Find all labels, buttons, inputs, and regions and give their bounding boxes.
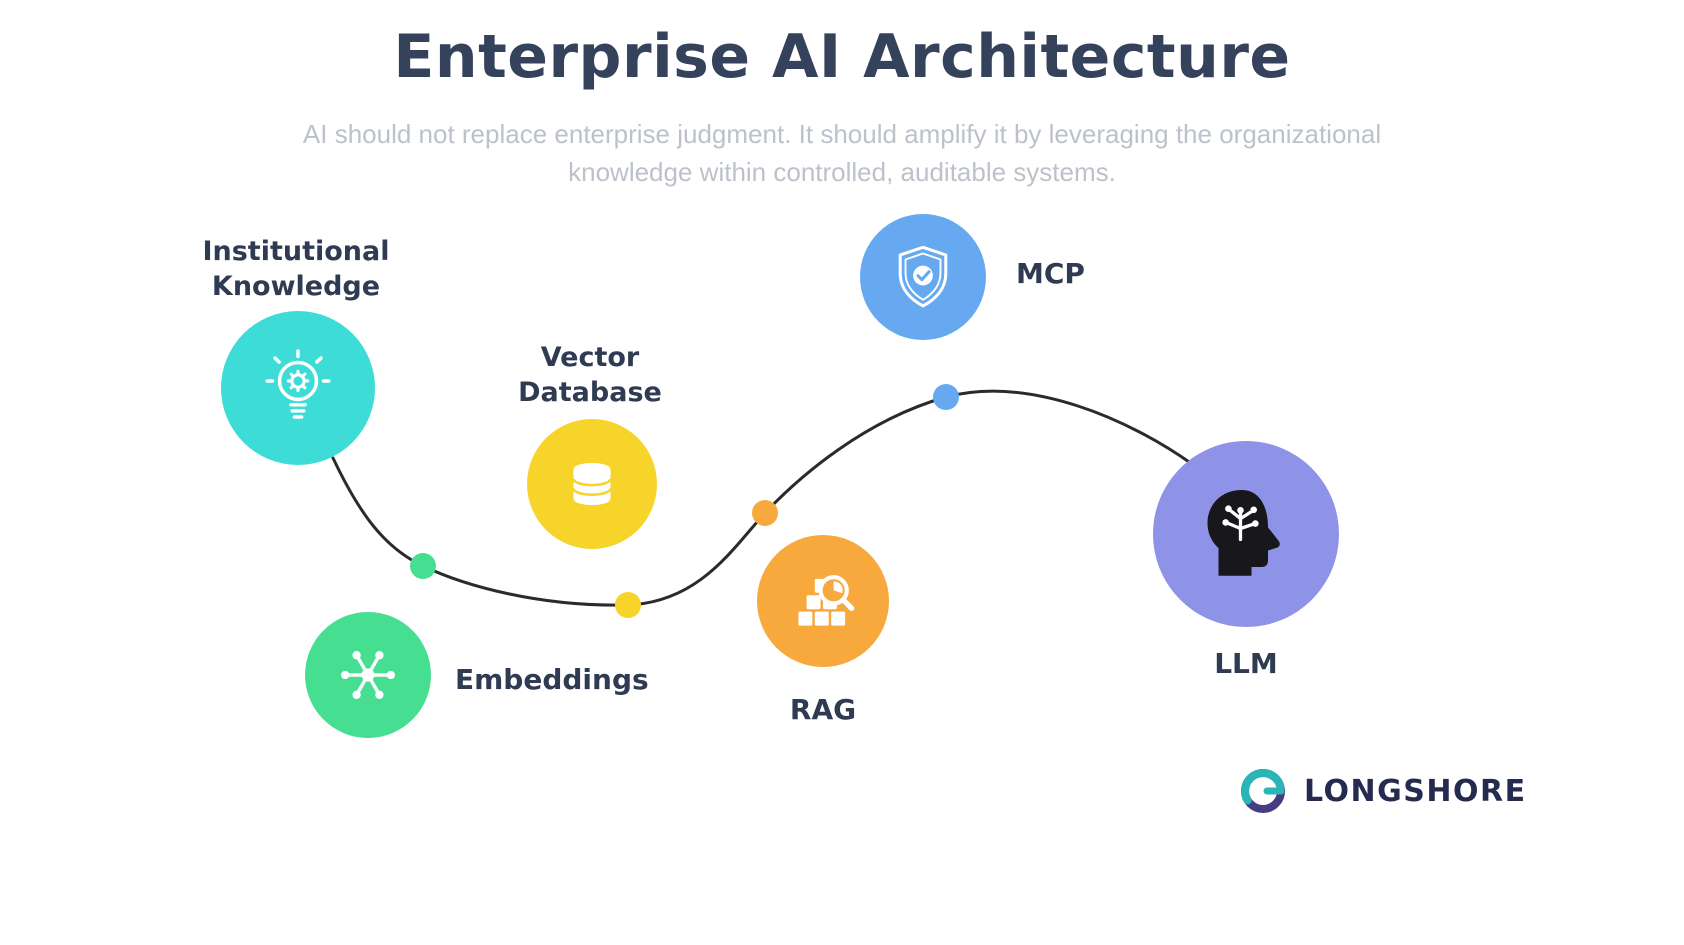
head-brain-icon [1207, 490, 1280, 576]
database-icon [572, 462, 612, 506]
lightbulb-gear-icon [265, 349, 331, 419]
label-institutional-knowledge: Institutional Knowledge [202, 236, 390, 303]
connector-dot-green [410, 553, 436, 579]
label-vector-database: Vector Database [518, 342, 662, 409]
node-institutional-knowledge [221, 311, 375, 465]
brand-name: LONGSHORE [1304, 773, 1527, 809]
node-mcp [860, 214, 986, 340]
connector-dot-yellow [615, 592, 641, 618]
label-embeddings: Embeddings [455, 663, 649, 696]
node-embeddings [305, 612, 431, 738]
network-nodes-icon [341, 651, 395, 699]
label-rag: RAG [789, 693, 857, 726]
node-vector-database [527, 419, 657, 549]
page-subtitle: AI should not replace enterprise judgmen… [302, 119, 1382, 187]
brand-lockup: LONGSHORE [1236, 764, 1527, 818]
connector-dot-orange [752, 500, 778, 526]
shield-check-icon [898, 245, 948, 308]
connector-dot-blue [933, 384, 959, 410]
page-title: Enterprise AI Architecture [393, 22, 1291, 92]
longshore-logo-icon [1241, 769, 1285, 813]
label-llm: LLM [1214, 647, 1278, 680]
node-llm [1153, 441, 1339, 627]
label-mcp: MCP [1016, 257, 1085, 290]
node-rag [757, 535, 889, 667]
boxes-magnifier-icon [798, 575, 855, 626]
